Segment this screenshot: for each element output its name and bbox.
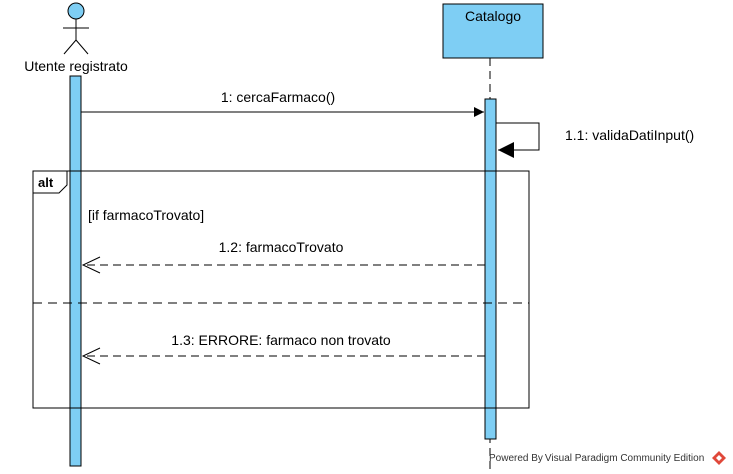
message-1-1-label: 1.1: validaDatiInput() xyxy=(565,127,694,143)
catalogo-object-label: Catalogo xyxy=(465,8,521,24)
catalogo-activation-bar xyxy=(484,98,497,440)
message-1-3-arrowhead xyxy=(81,347,101,365)
message-1-3-label: 1.3: ERRORE: farmaco non trovato xyxy=(171,332,391,348)
alt-guard-label: [if farmacoTrovato] xyxy=(88,207,204,223)
actor-activation-bar xyxy=(69,75,82,467)
catalogo-object-box xyxy=(442,3,544,59)
actor-label: Utente registrato xyxy=(24,58,128,74)
alt-fragment-operator: alt xyxy=(38,175,54,190)
message-1-1-self-arrow xyxy=(496,122,540,151)
actor-icon xyxy=(63,2,89,55)
message-1-1-arrowhead xyxy=(498,142,514,158)
message-1-2-label: 1.2: farmacoTrovato xyxy=(219,239,344,255)
alt-fragment-tab xyxy=(32,170,68,194)
watermark-text: Powered By Visual Paradigm Community Edi… xyxy=(489,453,704,464)
message-1-2-arrowhead xyxy=(81,256,101,274)
visual-paradigm-logo-icon xyxy=(712,451,726,465)
alt-fragment-frame xyxy=(32,170,530,409)
message-1-label: 1: cercaFarmaco() xyxy=(221,89,335,105)
